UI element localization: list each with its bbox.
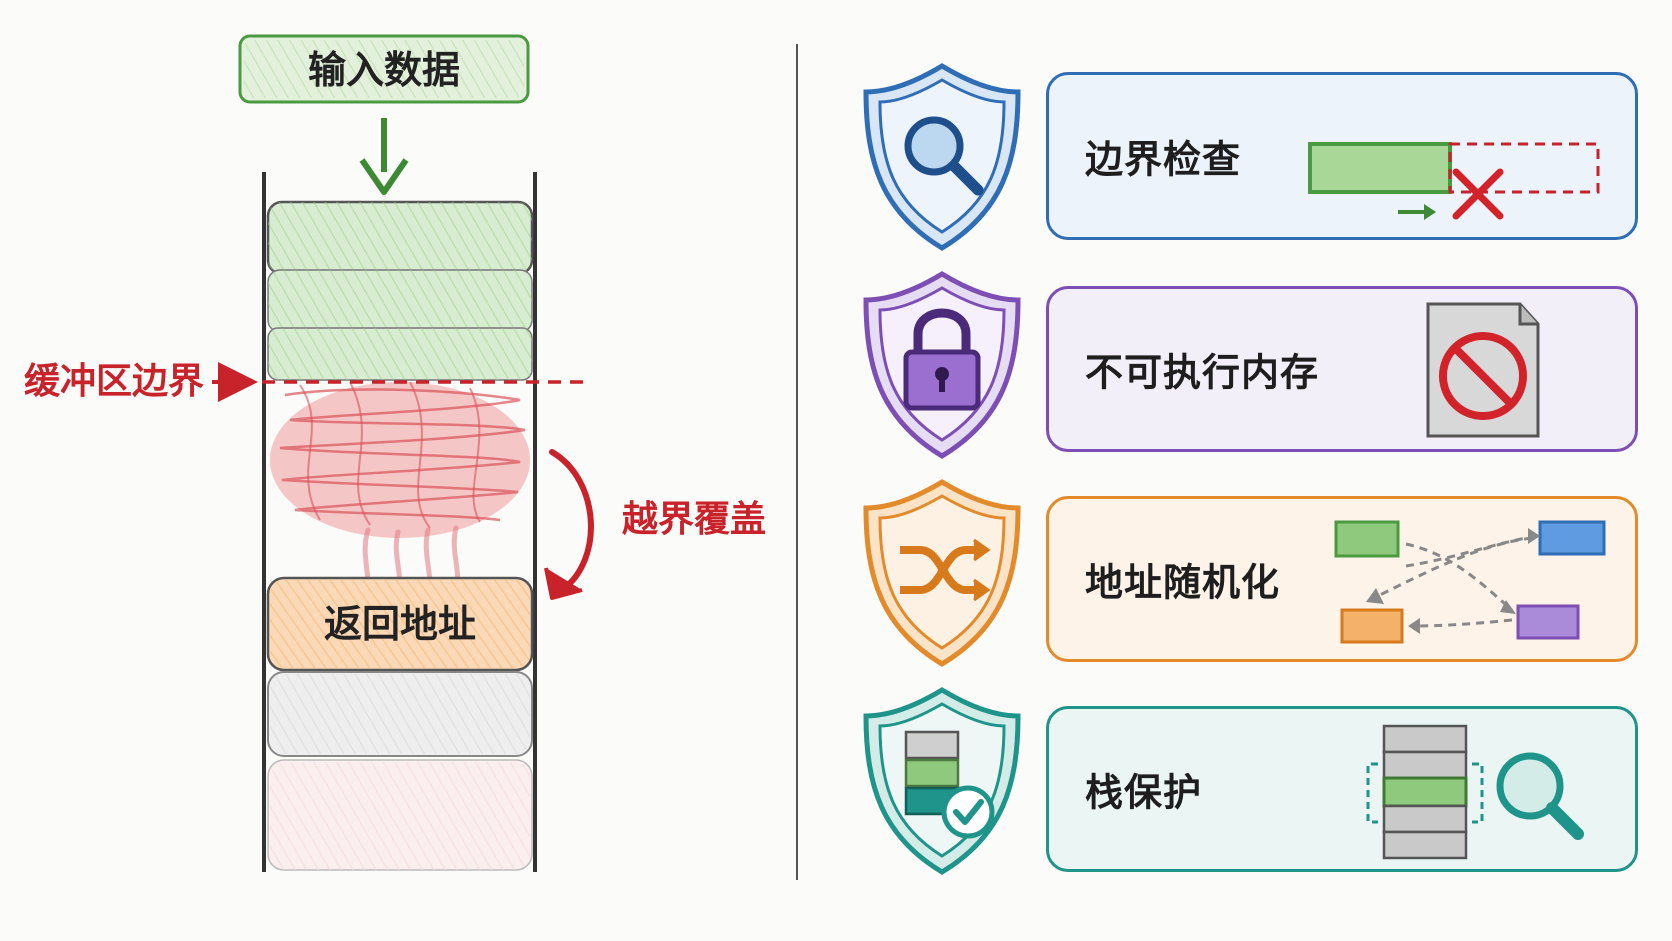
defense-card-nx-memory: 不可执行内存 xyxy=(1046,286,1638,452)
stack-check-shield-icon xyxy=(863,687,1021,875)
defense-title: 边界检查 xyxy=(1085,137,1242,182)
input-data-label: 输入数据 xyxy=(307,48,460,92)
overflow-arrow xyxy=(544,449,594,600)
bounds-check-illustration xyxy=(1308,142,1600,220)
aslr-illustration xyxy=(1334,520,1606,644)
no-exec-document-icon xyxy=(1426,302,1540,438)
defense-card-stack-protection: 栈保护 xyxy=(1046,706,1638,872)
defense-title: 栈保护 xyxy=(1085,770,1203,815)
magnifier-shield-icon xyxy=(863,63,1021,251)
return-address-label: 返回地址 xyxy=(323,602,476,646)
overflow-label: 越界覆盖 xyxy=(622,499,767,540)
stack-protection-illustration xyxy=(1366,724,1584,860)
defense-title: 不可执行内存 xyxy=(1085,350,1320,395)
padlock-shield-icon xyxy=(863,271,1021,459)
buffer-boundary-label: 缓冲区边界 xyxy=(24,361,205,402)
defense-title: 地址随机化 xyxy=(1085,560,1281,605)
shuffle-shield-icon xyxy=(863,479,1021,667)
input-arrow xyxy=(359,118,409,195)
buffer-slots xyxy=(266,200,534,381)
overflow-scribble xyxy=(270,381,530,601)
